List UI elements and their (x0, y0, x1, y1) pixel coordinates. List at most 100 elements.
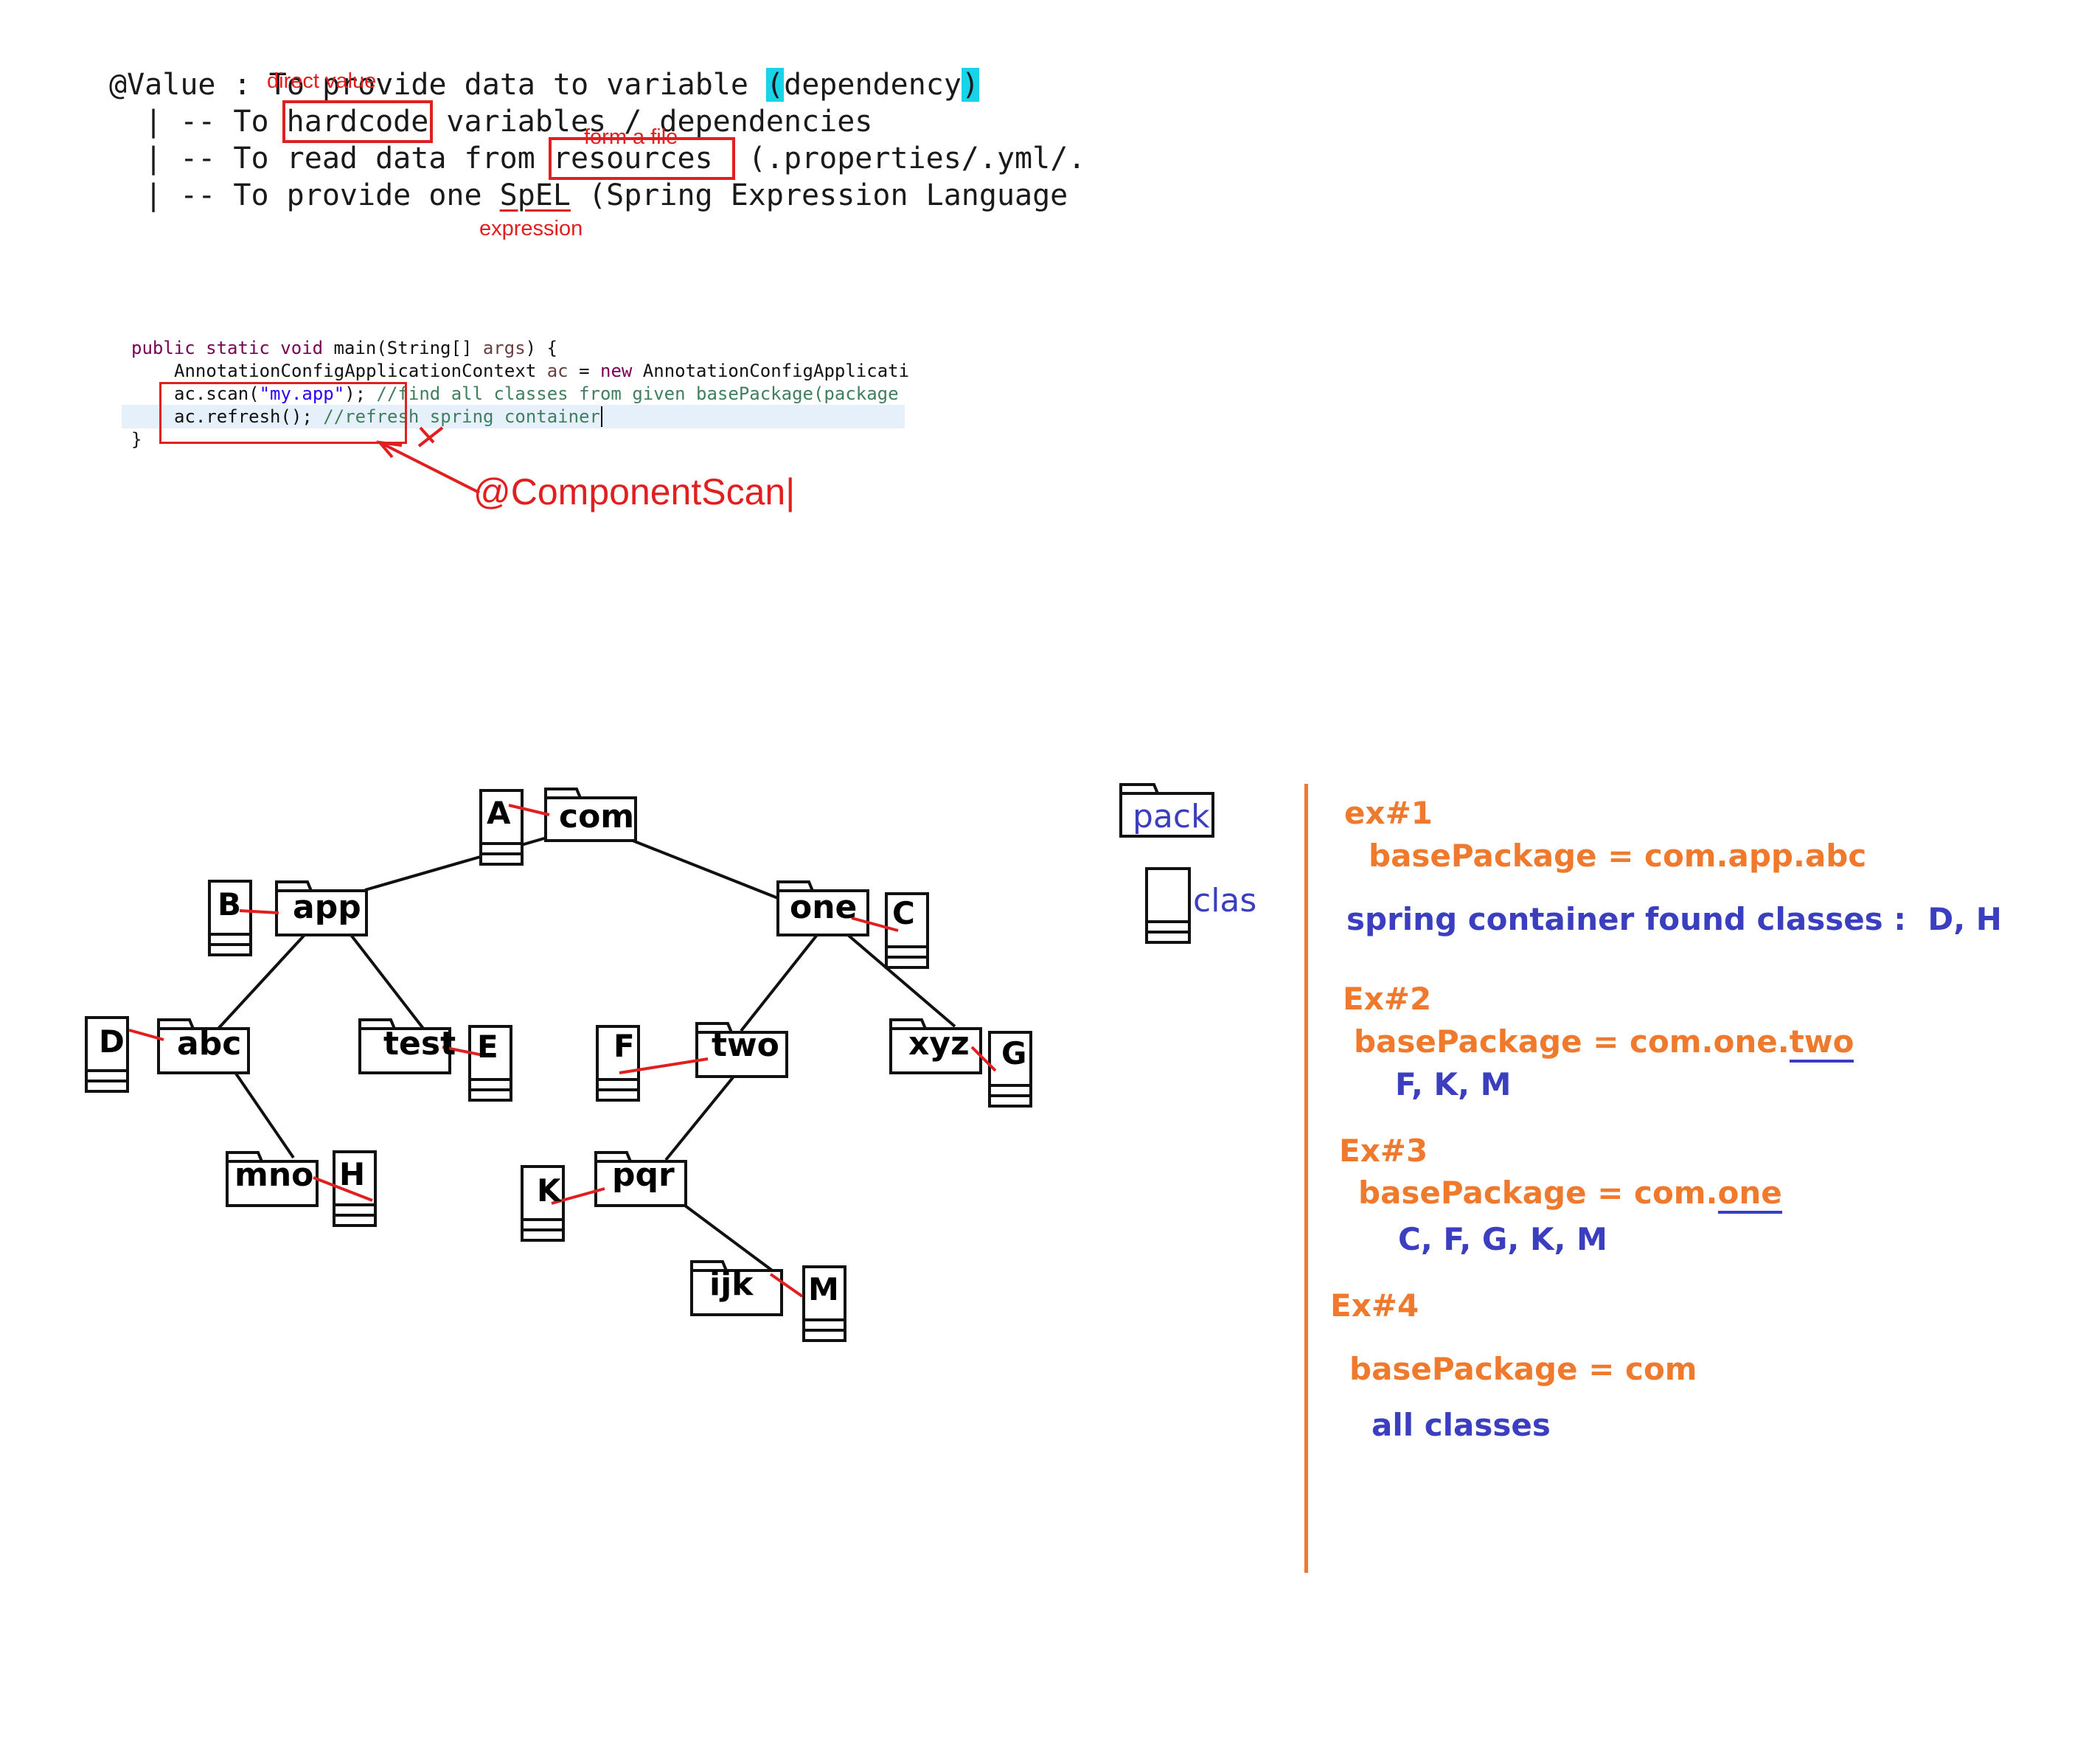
code-line-2: AnnotationConfigApplicationContext ac = … (174, 361, 909, 381)
link-F-two (619, 1057, 709, 1074)
class-icon-A (479, 789, 524, 866)
package-two: two (712, 1026, 779, 1064)
code-scan-call: ac.scan( (174, 383, 260, 404)
code-ac-var: ac (546, 361, 569, 381)
cross-mark-2 (419, 426, 435, 444)
package-app: app (293, 889, 361, 926)
link-D-abc (128, 1029, 164, 1041)
value-line4-prefix: | -- To provide one (145, 178, 500, 212)
current-line-highlight (122, 405, 905, 428)
link-one-C (851, 917, 899, 932)
value-line2-suffix: variables / dependencies (428, 105, 873, 139)
class-icon-E (468, 1025, 512, 1102)
folder-icon-one (776, 889, 869, 936)
ex2-result: F, K, M (1395, 1066, 1512, 1102)
folder-icon-xyz (889, 1027, 982, 1074)
note-expression: expression (479, 217, 583, 240)
value-line-1: @Value : To provide data to variable (de… (109, 68, 980, 102)
edge-two-pqr (664, 1075, 735, 1161)
class-icon-G (988, 1031, 1032, 1108)
class-B: B (218, 886, 242, 922)
scan-refresh-box (159, 382, 407, 444)
code-keywords: public static void (131, 338, 334, 358)
code-line-4: ac.refresh(); //refresh spring container (174, 406, 602, 427)
ex1-base: basePackage = com.app.abc (1369, 838, 1867, 874)
hardcode-word: hardcode (282, 100, 434, 143)
legend-package-label: pack (1133, 798, 1210, 835)
value-line3-prefix: | -- To read data from (145, 142, 553, 175)
package-xyz: xyz (908, 1025, 970, 1063)
folder-icon-abc (157, 1027, 250, 1074)
legend-folder-icon (1119, 792, 1214, 838)
value-annotation: @Value (109, 68, 216, 102)
folder-icon-test (358, 1027, 451, 1074)
edge-pqr-ijk (681, 1202, 776, 1273)
package-one: one (790, 889, 858, 926)
link-K-pqr (551, 1187, 605, 1205)
legend-class-label: clas (1193, 882, 1257, 920)
edge-com-one (632, 839, 779, 900)
orange-divider (1304, 784, 1308, 1573)
spel-word: SpEL (499, 178, 571, 212)
ex3-base-prefix: basePackage = com. (1358, 1175, 1718, 1211)
class-K: K (537, 1172, 561, 1209)
class-icon-F (596, 1025, 640, 1102)
class-A: A (487, 795, 511, 831)
link-A-com (508, 804, 550, 816)
class-D: D (99, 1023, 125, 1060)
edge-one-xyz (846, 934, 956, 1028)
code-refresh-call: ac.refresh(); (174, 406, 324, 427)
ex2-base-two: two (1789, 1023, 1854, 1063)
code-brace-open: ) { (525, 338, 557, 358)
package-abc: abc (177, 1025, 242, 1063)
code-args: args (482, 338, 526, 358)
ex1-result: spring container found classes : D, H (1346, 901, 2002, 937)
package-ijk: ijk (709, 1265, 754, 1303)
class-H: H (339, 1156, 366, 1192)
code-scan-string: "my.app" (259, 383, 345, 404)
class-M: M (808, 1271, 839, 1307)
folder-icon-mno (226, 1160, 319, 1207)
value-line-2: | -- To hardcode variables / dependencie… (145, 100, 873, 143)
value-line3-suffix: (.properties/.yml/. (730, 142, 1086, 175)
link-mno-H (313, 1176, 373, 1202)
resources-word: resources (548, 137, 735, 180)
class-F: F (613, 1028, 635, 1064)
code-line-1: public static void main(String[] args) { (131, 338, 557, 358)
class-icon-D (85, 1016, 129, 1093)
code-type: AnnotationConfigApplicationContext (174, 361, 547, 381)
package-mno: mno (234, 1156, 314, 1194)
package-com: com (559, 798, 635, 835)
edge-app-test (350, 934, 425, 1031)
ex3-base-one: one (1717, 1175, 1782, 1214)
ex3-base: basePackage = com.one (1358, 1175, 1782, 1214)
code-scan-end: ); (344, 383, 377, 404)
code-assign: = (568, 361, 600, 381)
legend-class-icon (1145, 867, 1191, 944)
link-xyz-G (970, 1046, 997, 1072)
folder-icon-pqr (594, 1160, 687, 1207)
ex4-title: Ex#4 (1330, 1287, 1419, 1324)
paren-open: ( (766, 68, 785, 102)
ex3-result: C, F, G, K, M (1398, 1221, 1607, 1257)
value-line-3: | -- To read data from resources (.prope… (145, 137, 1086, 180)
arrow-to-box (379, 441, 480, 494)
class-G: G (1001, 1035, 1027, 1071)
note-form-a-file: form a file (584, 125, 678, 149)
code-main-sig: main(String[] (333, 338, 483, 358)
value-line4-suffix: (Spring Expression Language (570, 178, 1068, 212)
edge-abc-mno (234, 1072, 295, 1159)
paren-close: ) (961, 68, 980, 102)
class-icon-M (802, 1265, 846, 1342)
folder-icon-com (544, 796, 637, 842)
package-test: test (383, 1025, 456, 1063)
cross-mark-1 (417, 426, 444, 448)
link-B-app (239, 909, 279, 914)
note-direct-value: direct value (267, 69, 377, 93)
package-pqr: pqr (612, 1156, 675, 1194)
link-ijk-M (769, 1273, 804, 1298)
value-line-4: | -- To provide one SpEL (Spring Express… (145, 178, 1068, 212)
value-line2-prefix: | -- To (145, 105, 287, 139)
